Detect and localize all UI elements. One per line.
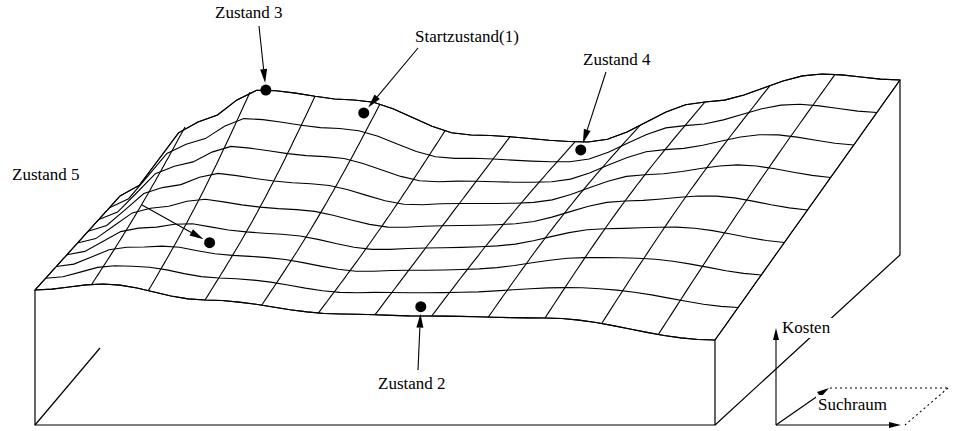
- hidden-edge: [35, 348, 100, 425]
- state-dots: [204, 85, 586, 313]
- state-label: Zustand 3: [213, 3, 285, 23]
- leader-line: [259, 26, 264, 69]
- leader-head: [416, 314, 423, 328]
- grid-line: [78, 196, 808, 243]
- grid-line: [262, 104, 380, 305]
- leader-arrows: [142, 26, 606, 370]
- grid-line: [99, 135, 854, 220]
- grid-line: [545, 102, 705, 318]
- grid-line: [602, 86, 770, 324]
- state-label: Startzustand(1): [413, 27, 521, 47]
- grid-line: [67, 224, 785, 255]
- grid-line: [56, 246, 761, 275]
- axis-label: Suchraum: [816, 395, 889, 415]
- leader-head: [190, 229, 204, 239]
- state-label: Zustand 2: [376, 374, 448, 394]
- leader-line: [377, 48, 418, 97]
- leader-head: [583, 129, 591, 143]
- state-dot: [575, 144, 586, 155]
- grid-line: [46, 266, 739, 308]
- leader-head: [368, 95, 380, 108]
- grid-line: [205, 96, 315, 300]
- grid-line: [120, 74, 900, 196]
- leader-line: [418, 328, 420, 370]
- surface-grid: [35, 74, 900, 340]
- leader-line: [587, 72, 606, 130]
- state-label: Zustand 4: [581, 50, 653, 70]
- axis-symbol: [773, 328, 948, 428]
- state-dot: [358, 107, 369, 118]
- state-dot: [204, 237, 215, 248]
- state-label: Zustand 5: [10, 165, 82, 185]
- state-dot: [415, 301, 426, 312]
- surface-outline: [35, 74, 900, 340]
- leader-line: [142, 205, 191, 232]
- state-dot: [260, 85, 271, 96]
- axis-label: Kosten: [780, 318, 832, 338]
- leader-head: [260, 69, 267, 83]
- grid-line: [88, 165, 831, 231]
- grid-line: [109, 104, 877, 208]
